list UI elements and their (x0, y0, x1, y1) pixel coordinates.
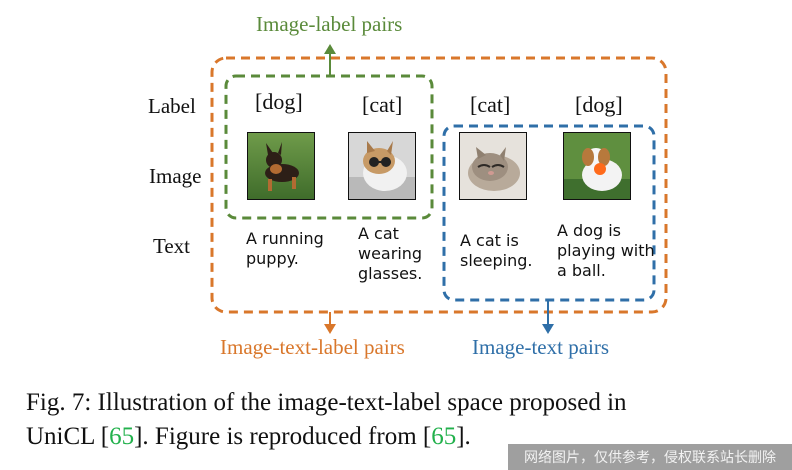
caption-ref-2[interactable]: 65 (431, 423, 457, 450)
col4-text: A dog is playing with a ball. (557, 221, 655, 280)
row-label-image: Image (149, 164, 202, 188)
row-label-label: Label (148, 94, 196, 118)
figure-caption: Fig. 7: Illustration of the image-text-l… (26, 386, 786, 454)
caption-end: ]. (456, 423, 471, 450)
caption-middle: ]. Figure is reproduced from [ (134, 423, 432, 450)
watermark-banner: 网络图片，仅供参考，侵权联系站长删除 (508, 444, 792, 470)
blue-arrow-head (542, 324, 554, 334)
caption-unicl: UniCL [ (26, 423, 110, 450)
image-text-title: Image-text pairs (472, 335, 610, 359)
col3-text: A cat is sleeping. (460, 231, 533, 270)
col2-label: [cat] (362, 92, 403, 117)
orange-arrow-head (324, 324, 336, 334)
green-arrow-head (324, 44, 336, 54)
cat-with-sunglasses-photo (348, 132, 416, 200)
row-label-text: Text (153, 234, 191, 258)
caption-ref-1[interactable]: 65 (109, 423, 135, 450)
dog-running-photo (247, 132, 315, 200)
image-text-label-title: Image-text-label pairs (220, 335, 405, 359)
col3-label: [cat] (470, 92, 511, 117)
dog-with-ball-photo (563, 132, 631, 200)
col4-label: [dog] (575, 92, 623, 117)
figure-caption-line1: Fig. 7: Illustration of the image-text-l… (26, 389, 627, 416)
col1-label: [dog] (255, 89, 303, 114)
image-label-title: Image-label pairs (256, 12, 403, 36)
col1-text: A running puppy. (246, 229, 324, 268)
image-text-label-box (210, 56, 668, 314)
cat-sleeping-photo (459, 132, 527, 200)
figure-caption-line2: UniCL [65]. Figure is reproduced from [6… (26, 420, 786, 454)
col2-text: A cat wearing glasses. (358, 224, 423, 283)
